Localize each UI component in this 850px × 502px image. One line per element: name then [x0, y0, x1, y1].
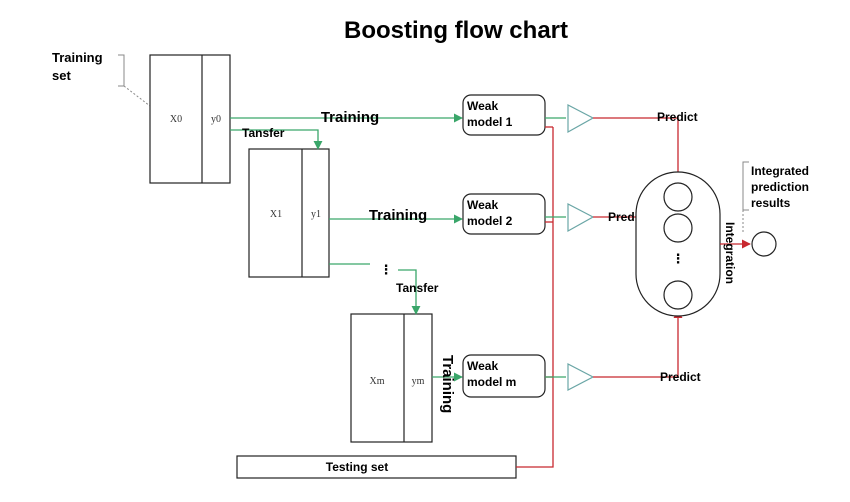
transfer-label-2: Tansfer: [396, 281, 439, 295]
dataset-0-y: y0: [211, 114, 221, 125]
results-label-line2: prediction: [751, 180, 809, 194]
transfer-label-1: Tansfer: [242, 126, 285, 140]
training-set-leader: [123, 85, 151, 107]
weak-model-1: Weak model 1: [462, 94, 546, 136]
training-label-1: Training: [321, 109, 379, 126]
weak-model-1-line2: model 1: [467, 115, 513, 129]
training-label-m: Training: [439, 355, 456, 413]
integrated-result-node: [751, 231, 777, 257]
integration-ellipsis: ⋮: [672, 251, 685, 266]
dataset-m-y: ym: [412, 376, 425, 387]
dataset-m: Xm ym: [350, 313, 433, 443]
dataset-0-box: [149, 54, 231, 184]
dataset-1: X1 y1: [248, 148, 330, 278]
weak-model-m-line1: Weak: [467, 359, 498, 373]
weak-model-m-line2: model m: [467, 375, 516, 389]
dataset-m-x: Xm: [370, 376, 385, 387]
dataset-0-x: X0: [170, 114, 182, 125]
transfer-ellipsis: ⋮: [380, 262, 393, 277]
training-label-2: Training: [369, 207, 427, 224]
weak-model-2-line1: Weak: [467, 198, 498, 212]
training-set-label-line1: Training: [52, 50, 103, 65]
diagram-title: Boosting flow chart: [344, 17, 568, 44]
predict-arrow-m: [593, 309, 683, 378]
transfer-arrow-1: [230, 129, 323, 150]
predict-label-1: Predict: [657, 110, 698, 124]
predictor-triangle-m: [567, 363, 595, 391]
weak-model-1-line1: Weak: [467, 99, 498, 113]
predict-arrow-1: [593, 117, 683, 183]
weak-model-2: Weak model 2: [462, 193, 546, 235]
weak-model-1-box: [462, 94, 546, 136]
dataset-1-box: [248, 148, 330, 278]
training-set-bracket: [118, 54, 125, 87]
predictor-triangle-1: [567, 104, 595, 134]
predictor-triangle-2: [567, 203, 595, 233]
weak-model-2-box: [462, 193, 546, 235]
integration-circle-m: [663, 280, 693, 310]
results-bracket: [742, 161, 749, 211]
integration-label: Integration: [723, 222, 737, 284]
dataset-1-x: X1: [270, 209, 282, 220]
predict-label-m: Predict: [660, 370, 701, 384]
results-label-line1: Integrated: [751, 164, 809, 178]
results-label-line3: results: [751, 196, 791, 210]
integration-circle-2: [663, 213, 693, 243]
transfer-arrow-2: [398, 269, 421, 315]
weak-model-m-box: [462, 354, 546, 398]
dataset-0: X0 y0: [149, 54, 231, 184]
weak-model-2-line2: model 2: [467, 214, 513, 228]
dataset-m-box: [350, 313, 433, 443]
integration-unit: ⋮: [635, 171, 721, 317]
dataset-1-y: y1: [311, 209, 321, 220]
training-set-label-line2: set: [52, 68, 71, 83]
testing-set-label: Testing set: [326, 460, 388, 474]
testing-feed-trunk: [516, 127, 554, 468]
integration-circle-1: [663, 182, 693, 212]
weak-model-m: Weak model m: [462, 354, 546, 398]
